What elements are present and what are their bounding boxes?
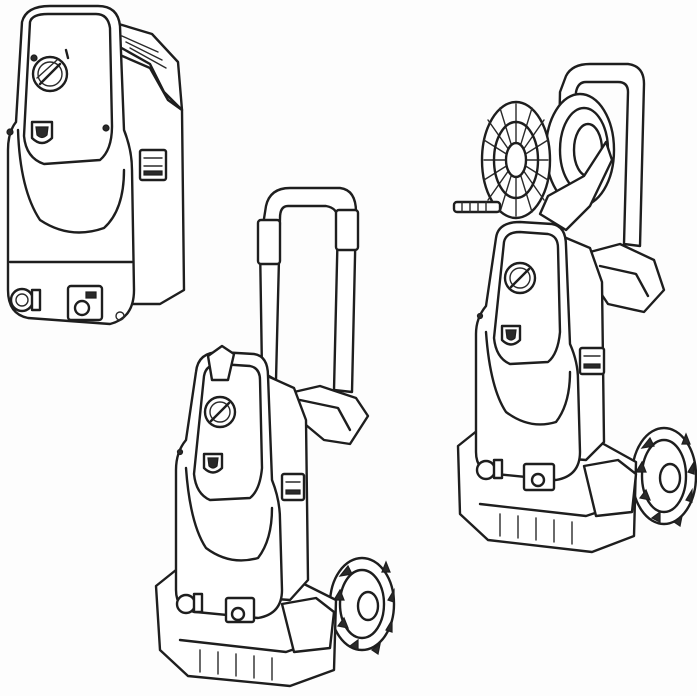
inlet-collar [192, 592, 204, 614]
indicator-off-icon [30, 54, 38, 62]
lance-stub [452, 200, 502, 214]
screw-icon [176, 448, 184, 456]
high-pressure-outlet [530, 472, 546, 488]
spray-gun-trigger [538, 140, 614, 232]
rating-label-plate [280, 472, 306, 502]
handle-grip-left [256, 218, 282, 266]
washer-with-hose-reel [452, 62, 697, 554]
front-contour [16, 128, 126, 234]
telescopic-handle [556, 62, 646, 248]
wheel-hub [356, 590, 380, 622]
water-inlet-fitting [475, 459, 497, 481]
rating-label-plate [578, 346, 606, 376]
body-front-shell [174, 350, 284, 620]
base-ribs [199, 649, 273, 681]
high-pressure-outlet [73, 299, 91, 317]
washer-body-only [6, 4, 186, 326]
tire-tread [332, 560, 395, 655]
water-inlet-fitting [9, 287, 35, 313]
screw-icon [102, 124, 110, 132]
vent-slots [121, 35, 167, 69]
cord-bin [280, 596, 336, 654]
wheel-hub [658, 462, 682, 494]
body-front-shell [6, 4, 136, 326]
cord-bin [582, 458, 638, 518]
screw-icon [6, 128, 14, 136]
lance-ribs [461, 201, 487, 213]
indicator-on-icon [64, 48, 70, 60]
base-ribs [499, 513, 573, 545]
front-contour [184, 466, 274, 562]
handle-grip-right [334, 208, 360, 252]
telescopic-handle [258, 186, 358, 394]
front-contour [484, 330, 572, 426]
body-front-shell [474, 220, 582, 482]
control-panel [22, 12, 114, 166]
screw-icon [476, 312, 484, 320]
water-inlet-fitting [175, 593, 197, 615]
control-panel [492, 230, 562, 366]
inlet-collar [30, 288, 42, 312]
high-pressure-outlet [230, 606, 246, 622]
washer-with-handle [154, 186, 396, 688]
drain-plug-icon [115, 311, 125, 321]
tire-tread [634, 432, 695, 527]
inlet-collar [492, 458, 504, 480]
top-handle-clip [206, 344, 236, 382]
